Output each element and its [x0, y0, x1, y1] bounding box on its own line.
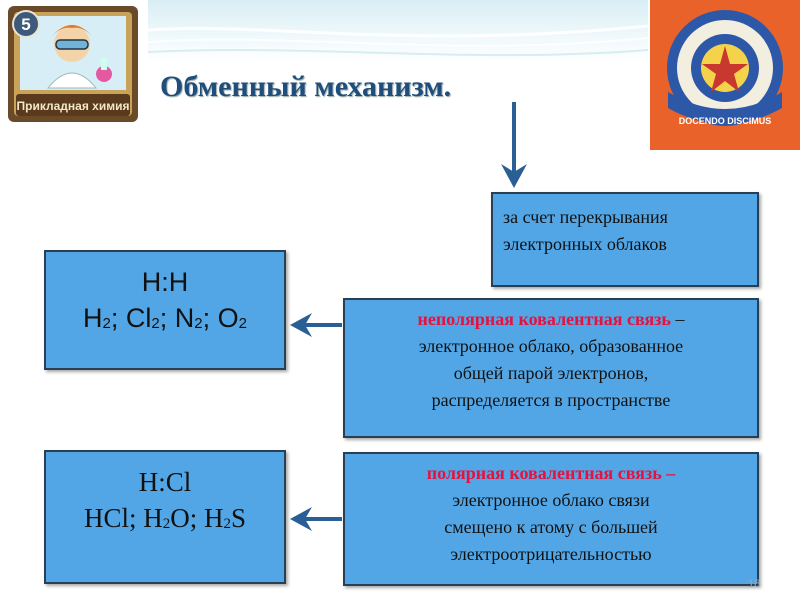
nonpolar-definition-box: неполярная ковалентная связь – электронн… [343, 298, 759, 438]
example-n2: N2; [174, 303, 218, 333]
nonpolar-examples-line: H2; Cl2; N2; O2 [46, 300, 284, 342]
hcl-formula: H:Cl [138, 467, 192, 497]
nonpolar-line-3: общей парой электронов, [453, 363, 649, 383]
badge-number: 5 [21, 15, 30, 34]
emblem-motto: DOCENDO DISCIMUS [679, 116, 772, 126]
academy-emblem: DOCENDO DISCIMUS [650, 0, 800, 150]
note-line-2: электронных облаков [503, 234, 667, 254]
nonpolar-examples-box: Н:Н H2; Cl2; N2; O2 [44, 250, 286, 370]
example-h2: H2; [83, 303, 126, 333]
nonpolar-dash: – [670, 309, 685, 329]
nonpolar-line-2: электронное облако, образованное [418, 336, 684, 356]
polar-examples-box: H:Cl HCl; H2O; H2S [44, 450, 286, 584]
polar-term: полярная ковалентная связь – [426, 463, 676, 483]
arrow-to-nonpolar-examples-head [290, 313, 312, 337]
nonpolar-term: неполярная ковалентная связь [417, 309, 671, 329]
example-o2: O2 [217, 303, 247, 333]
nonpolar-line-4: распределяется в пространстве [431, 390, 671, 410]
slide-title: Обменный механизм. [160, 70, 452, 103]
h2-formula: Н:Н [141, 267, 189, 297]
polar-examples-line: HCl; H2O; H2S [83, 503, 247, 533]
note-box: за счет перекрывания электронных облаков [491, 192, 759, 287]
polar-line-3: смещено к атому с большей [444, 517, 658, 537]
polar-line-2: электронное облако связи [452, 490, 650, 510]
page-number: 18 [748, 578, 761, 590]
note-line-1: за счет перекрывания [503, 207, 668, 227]
arrow-down-head [501, 164, 527, 188]
arrow-to-polar-examples-head [290, 507, 312, 531]
course-badge: 5 Прикладная химия [4, 4, 142, 126]
example-cl2: Cl2; [125, 303, 175, 333]
polar-definition-box: полярная ковалентная связь – электронное… [343, 452, 759, 586]
polar-line-4: электроотрицательностью [450, 544, 652, 564]
header-stripes [148, 24, 648, 57]
badge-label: Прикладная химия [17, 99, 130, 113]
nonpolar-line-1: неполярная ковалентная связь – [345, 306, 757, 333]
header-band [148, 0, 648, 62]
